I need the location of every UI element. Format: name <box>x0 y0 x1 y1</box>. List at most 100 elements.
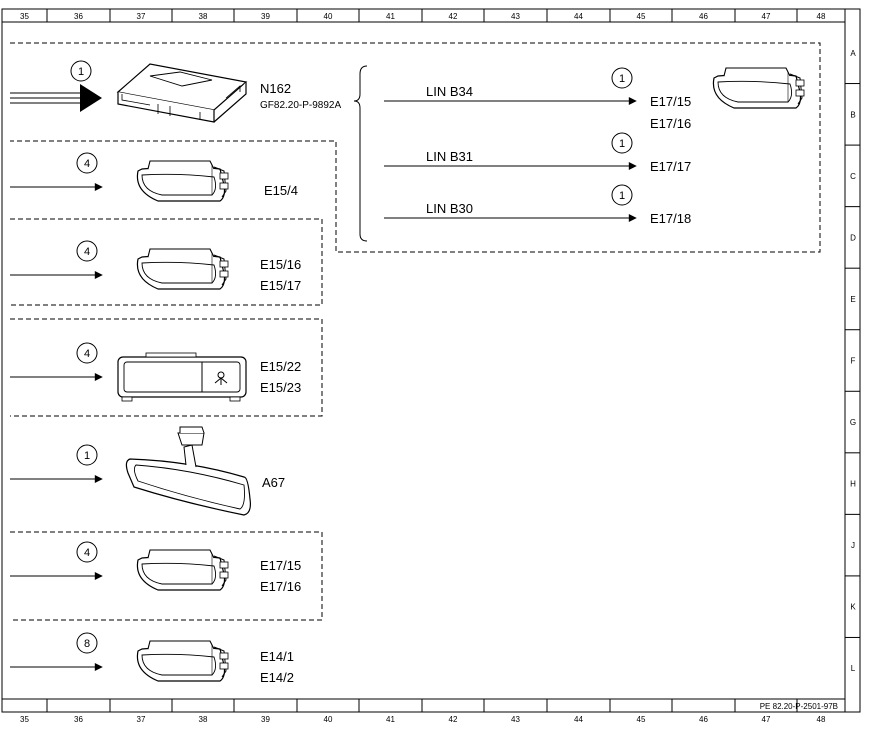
component-label: E17/16 <box>260 579 301 594</box>
grid-column-label: 38 <box>199 12 208 21</box>
count-badge <box>611 184 633 206</box>
lamp-icon <box>136 640 229 682</box>
count-badge <box>611 67 633 89</box>
count-badge <box>76 240 98 262</box>
count-value: 4 <box>84 348 90 360</box>
grid-column-label: 35 <box>20 715 29 724</box>
component-label: E15/16 <box>260 257 301 272</box>
svg-text:1: 1 <box>78 66 84 78</box>
grid-column-header-top: 35 36 37 38 39 40 41 42 43 44 45 46 47 48 <box>20 9 826 22</box>
grid-column-label: 44 <box>574 12 583 21</box>
component-label: E15/23 <box>260 380 301 395</box>
count-value: 4 <box>84 246 90 258</box>
count-badge <box>76 342 98 364</box>
target-label: E17/17 <box>650 159 691 174</box>
grid-column-label: 36 <box>74 715 83 724</box>
count-value: 1 <box>619 138 625 150</box>
grid-column-label: 40 <box>324 715 333 724</box>
grid-row-label: H <box>850 480 856 489</box>
lamp-icon <box>136 160 229 202</box>
target-label: E17/16 <box>650 116 691 131</box>
grid-column-label: 41 <box>386 715 395 724</box>
grid-column-label: 48 <box>817 715 826 724</box>
component-label: E14/2 <box>260 670 294 685</box>
input-bus-arrow-icon <box>80 84 102 112</box>
grid-row-label: B <box>850 110 855 119</box>
lamp-icon <box>136 549 229 591</box>
grid-column-label: 47 <box>762 715 771 724</box>
lin-bus-label: LIN B30 <box>426 201 473 216</box>
count-badge <box>76 152 98 174</box>
grid-column-label: 37 <box>137 715 146 724</box>
lamp-icon <box>136 248 229 290</box>
count-value: 1 <box>619 190 625 202</box>
group-box-e15-16 <box>10 218 323 306</box>
grid-column-label: 37 <box>137 12 146 21</box>
count-badge <box>76 541 98 563</box>
grid-column-label: 42 <box>449 12 458 21</box>
grid-column-label: 45 <box>637 12 646 21</box>
grid-column-label: 48 <box>817 12 826 21</box>
lin-bus-label: LIN B31 <box>426 149 473 164</box>
count-badge <box>76 444 98 466</box>
grid-column-label: 39 <box>261 12 270 21</box>
component-label: E15/22 <box>260 359 301 374</box>
count-value: 1 <box>84 450 90 462</box>
n162-module: 1 N162 GF82.20-P-9892A <box>10 60 368 242</box>
group-box-e17-15 <box>10 531 323 621</box>
grid-column-label: 41 <box>386 12 395 21</box>
grid-column-label: 38 <box>199 715 208 724</box>
grid-column-label: 43 <box>511 715 520 724</box>
grid-column-label: 35 <box>20 12 29 21</box>
component-label: A67 <box>262 475 285 490</box>
grid-row-label: G <box>850 418 856 427</box>
grid-column-label: 36 <box>74 12 83 21</box>
grid-column-label: 40 <box>324 12 333 21</box>
lamp-icon <box>712 67 805 109</box>
component-label: E14/1 <box>260 649 294 664</box>
count-badge <box>76 632 98 654</box>
drawing-frame <box>1 8 861 713</box>
grid-row-label: L <box>851 664 856 673</box>
grid-row-label: J <box>851 541 855 550</box>
component-label: E15/17 <box>260 278 301 293</box>
count-badge <box>611 132 633 154</box>
grid-column-label: 45 <box>637 715 646 724</box>
switch-panel-icon <box>117 352 247 402</box>
grid-column-label: 46 <box>699 715 708 724</box>
grid-column-label: 47 <box>762 12 771 21</box>
footer-reference: PE 82.20-P-2501-97B <box>760 702 838 711</box>
component-label: E15/4 <box>264 183 298 198</box>
count-value: 1 <box>619 73 625 85</box>
count-value: 4 <box>84 547 90 559</box>
grid-column-label: 39 <box>261 715 270 724</box>
rearview-mirror-icon <box>125 426 251 516</box>
group-box-n162 <box>10 42 821 253</box>
grid-column-label: 42 <box>449 715 458 724</box>
n162-sublabel: GF82.20-P-9892A <box>260 100 341 111</box>
grid-row-label: D <box>850 233 856 242</box>
grid-column-label: 43 <box>511 12 520 21</box>
control-unit-icon <box>116 63 248 123</box>
grid-row-label: E <box>850 295 855 304</box>
count-value: 8 <box>84 638 90 650</box>
grid-column-label: 46 <box>699 12 708 21</box>
count-badge <box>70 60 92 82</box>
grid-row-label: A <box>850 49 856 58</box>
group-box-e15-22 <box>10 318 323 417</box>
lin-bus-brace <box>353 65 368 242</box>
grid-row-label: F <box>851 357 856 366</box>
n162-label: N162 <box>260 81 291 96</box>
